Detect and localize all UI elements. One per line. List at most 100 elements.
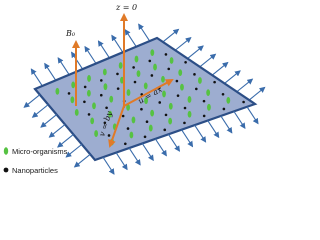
nanoparticle bbox=[133, 80, 137, 84]
micro-organism bbox=[206, 89, 211, 97]
v-velocity-arrow bbox=[108, 105, 125, 148]
stretch-arrow-right bbox=[224, 70, 241, 84]
nanoparticle bbox=[121, 114, 125, 118]
stretch-arrow-top bbox=[111, 34, 124, 53]
nanoparticle bbox=[99, 93, 103, 97]
stretch-arrow-bottom bbox=[233, 111, 246, 130]
stretch-arrow-bottom bbox=[115, 152, 128, 171]
particles-layer bbox=[55, 49, 245, 146]
nanoparticle bbox=[83, 85, 87, 89]
stretch-arrow-right bbox=[199, 53, 217, 68]
nanoparticle bbox=[100, 79, 103, 82]
nanoparticle bbox=[103, 121, 107, 125]
nanoparticle bbox=[184, 60, 187, 64]
micro-organism bbox=[92, 102, 96, 110]
micro-organism bbox=[136, 70, 141, 78]
micro-organism bbox=[86, 89, 91, 97]
nanoparticle bbox=[175, 79, 179, 83]
stretching-sheet-diagram: B₀ z = 0 u = ax v = by Micro-organisms N… bbox=[3, 3, 266, 175]
nanoparticle bbox=[107, 134, 111, 137]
nanoparticle bbox=[116, 72, 119, 76]
micro-organism bbox=[126, 89, 131, 96]
micro-organism bbox=[187, 96, 192, 103]
nanoparticle bbox=[176, 94, 180, 97]
micro-organism bbox=[90, 117, 95, 125]
nanoparticles-legend-label: Nanoparticles bbox=[12, 166, 58, 175]
micro-organism bbox=[55, 87, 60, 95]
micro-organism bbox=[148, 124, 153, 132]
micro-organism bbox=[150, 109, 155, 117]
micro-organism bbox=[129, 131, 134, 139]
micro-organism bbox=[120, 76, 124, 84]
stretch-arrow-bottom bbox=[167, 133, 181, 152]
micro-organism bbox=[180, 83, 184, 91]
micro-organism bbox=[118, 62, 123, 69]
nanoparticle bbox=[164, 53, 168, 56]
stretch-arrow-right bbox=[248, 86, 266, 101]
stretch-arrow-left bbox=[40, 114, 57, 128]
stretch-arrows-front bbox=[23, 94, 259, 175]
micro-organism bbox=[207, 103, 211, 111]
stretch-arrow-bottom bbox=[194, 124, 207, 143]
stretch-arrow-top bbox=[30, 68, 43, 87]
nanoparticle bbox=[158, 101, 162, 104]
nanoparticle bbox=[202, 114, 206, 118]
micro-organism bbox=[178, 69, 183, 77]
stretch-arrow-left bbox=[73, 153, 91, 168]
stretch-arrows-back bbox=[30, 23, 266, 101]
z-axis-label: z = 0 bbox=[115, 3, 137, 12]
stretch-arrow-left bbox=[48, 124, 66, 138]
stretch-arrow-left bbox=[65, 143, 83, 158]
nanoparticle bbox=[195, 87, 198, 91]
nanoparticle bbox=[193, 73, 196, 76]
nanoparticle bbox=[145, 120, 149, 124]
stretch-arrow-right bbox=[162, 28, 180, 43]
nanoparticle bbox=[132, 66, 135, 69]
micro-organism-legend-icon bbox=[3, 147, 9, 155]
micro-organism bbox=[131, 116, 136, 124]
micro-organism bbox=[94, 130, 99, 137]
nanoparticle bbox=[67, 92, 71, 95]
nanoparticle bbox=[221, 92, 225, 96]
nanoparticle bbox=[83, 100, 86, 104]
micro-organism bbox=[187, 110, 192, 118]
stretch-arrow-bottom bbox=[207, 120, 220, 139]
nanoparticle bbox=[116, 87, 120, 90]
stretch-arrow-right bbox=[174, 37, 192, 51]
stretch-arrow-top bbox=[124, 29, 137, 47]
nanoparticle bbox=[164, 113, 168, 117]
nanoparticle-legend-icon bbox=[3, 167, 9, 173]
nanoparticle bbox=[183, 106, 187, 110]
nanoparticle bbox=[222, 107, 226, 111]
nanoparticle bbox=[163, 128, 167, 132]
micro-organism bbox=[143, 82, 148, 90]
nanoparticle bbox=[242, 100, 245, 104]
micro-organism bbox=[126, 103, 131, 111]
micro-organism bbox=[169, 57, 174, 64]
stretch-arrow-bottom bbox=[128, 147, 141, 166]
stretch-arrow-top bbox=[44, 62, 57, 81]
micro-organism bbox=[144, 97, 148, 105]
nanoparticle bbox=[213, 80, 216, 84]
micro-organism bbox=[150, 49, 155, 57]
nanoparticle bbox=[143, 135, 147, 139]
stretch-arrow-bottom bbox=[154, 138, 167, 157]
micro-organism bbox=[71, 81, 76, 89]
stretch-arrow-right bbox=[236, 78, 254, 93]
micro-organism bbox=[70, 96, 75, 104]
micro-organism bbox=[108, 110, 113, 118]
stretch-arrow-left bbox=[31, 104, 49, 118]
stretch-arrow-left bbox=[23, 94, 41, 108]
stretch-arrow-bottom bbox=[181, 129, 194, 148]
stretch-arrow-top bbox=[71, 51, 84, 70]
stretch-arrow-top bbox=[97, 40, 110, 59]
micro-organisms-legend-label: Micro-organisms bbox=[12, 147, 68, 156]
nanoparticle bbox=[148, 59, 152, 63]
nanoparticle bbox=[124, 142, 127, 146]
stretch-arrow-right bbox=[211, 61, 229, 76]
micro-organism bbox=[134, 55, 139, 63]
micro-organism bbox=[153, 63, 157, 71]
micro-organism bbox=[198, 77, 202, 84]
micro-organism bbox=[168, 117, 173, 125]
stretch-arrow-bottom bbox=[141, 143, 154, 162]
